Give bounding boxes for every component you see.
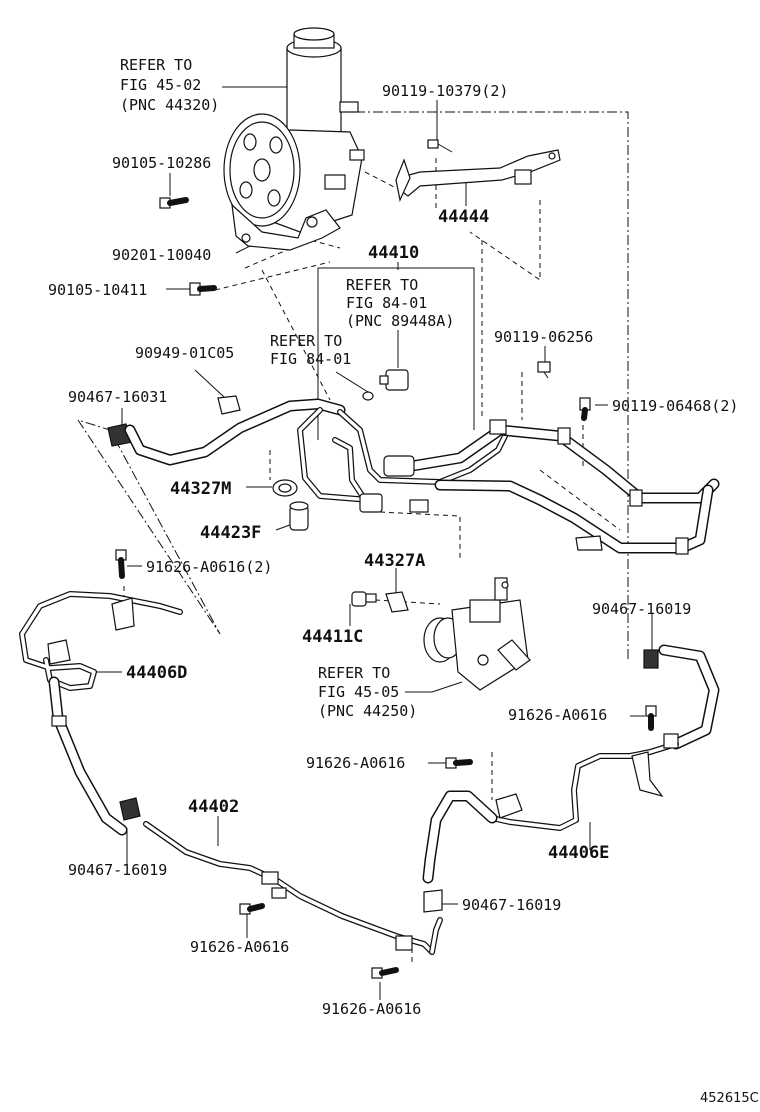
bolt-90105-10411 [189, 282, 217, 296]
refer-84-01b-line1: REFER TO [270, 332, 342, 350]
refer-84-01a-line1: REFER TO [346, 276, 418, 294]
bracket-44444 [395, 149, 561, 202]
union-bolt-44423F [289, 501, 309, 531]
label-44327A: 44327A [364, 551, 425, 571]
label-91626-A0616-a: 91626-A0616 [508, 706, 607, 724]
label-90467-16019-c: 90467-16019 [462, 896, 561, 914]
clamp-90949-01C05 [217, 395, 241, 415]
label-44411C: 44411C [302, 627, 363, 647]
bolt-90105-10286 [159, 197, 189, 209]
refer-84-01a-line2: FIG 84-01 [346, 294, 427, 312]
refer-45-05-line3: (PNC 44250) [318, 702, 417, 720]
label-90467-16019-b: 90467-16019 [68, 861, 167, 879]
part-labels: REFER TO FIG 45-02 (PNC 44320) 90119-103… [48, 56, 759, 1106]
label-44406D: 44406D [126, 663, 187, 683]
bolt-90119-06468 [579, 397, 591, 421]
refer-45-02-line3: (PNC 44320) [120, 96, 219, 114]
label-91626-A0616-d: 91626-A0616 [322, 1000, 421, 1018]
refer-45-02-line1: REFER TO [120, 56, 192, 74]
label-44406E: 44406E [548, 843, 609, 863]
return-line-44406E [422, 644, 720, 884]
drawing-code: 452615C [700, 1091, 759, 1106]
bolt-91626-A0616-b [445, 757, 473, 769]
return-line-44406D [19, 591, 183, 836]
bolt-90119-06256 [537, 361, 551, 379]
label-90119-06256: 90119-06256 [494, 328, 593, 346]
steering-gear-housing [423, 577, 531, 691]
label-90119-10379: 90119-10379(2) [382, 82, 508, 100]
refer-45-05-line2: FIG 45-05 [318, 683, 399, 701]
leader-lines [92, 86, 653, 1000]
gasket-44327A [385, 591, 409, 613]
bolts-and-clamps [107, 139, 659, 979]
pressure-hose-44410 [124, 398, 511, 503]
label-90105-10411: 90105-10411 [48, 281, 147, 299]
label-44402: 44402 [188, 797, 239, 817]
bolt-44411C [351, 591, 377, 607]
bolt-90119-10379 [427, 139, 453, 153]
label-44444: 44444 [438, 207, 489, 227]
power-steering-pump [223, 27, 365, 251]
label-90467-16031: 90467-16031 [68, 388, 167, 406]
label-90949-01C05: 90949-01C05 [135, 344, 234, 362]
label-90119-06468: 90119-06468(2) [612, 397, 738, 415]
clip-90467-16019-b [119, 797, 141, 821]
bolt-91626-A0616-c [239, 903, 265, 915]
label-90201-10040: 90201-10040 [112, 246, 211, 264]
label-90105-10286: 90105-10286 [112, 154, 211, 172]
refer-45-02-line2: FIG 45-02 [120, 76, 201, 94]
bolt-91626-A0616-2 [115, 549, 127, 579]
bolt-91626-A0616-d [371, 967, 399, 979]
clip-90467-16019-a [643, 649, 659, 669]
clip-90467-16019-c [423, 889, 443, 913]
label-91626-A0616-2: 91626-A0616(2) [146, 558, 272, 576]
gasket-44327M [272, 479, 298, 497]
phantom-lines [77, 111, 629, 966]
bolt-91626-A0616-a [645, 705, 657, 731]
label-44423F: 44423F [200, 523, 261, 543]
label-91626-A0616-c: 91626-A0616 [190, 938, 289, 956]
label-90467-16019-a: 90467-16019 [592, 600, 691, 618]
pressure-sensor [379, 369, 409, 391]
pipe-44402 [143, 821, 443, 955]
refer-84-01b-line2: FIG 84-01 [270, 350, 351, 368]
label-44327M: 44327M [170, 479, 231, 499]
refer-45-05-line1: REFER TO [318, 664, 390, 682]
refer-84-01a-line3: (PNC 89448A) [346, 312, 454, 330]
label-44410: 44410 [368, 243, 419, 263]
return-hose-upper [359, 419, 720, 555]
label-91626-A0616-b: 91626-A0616 [306, 754, 405, 772]
